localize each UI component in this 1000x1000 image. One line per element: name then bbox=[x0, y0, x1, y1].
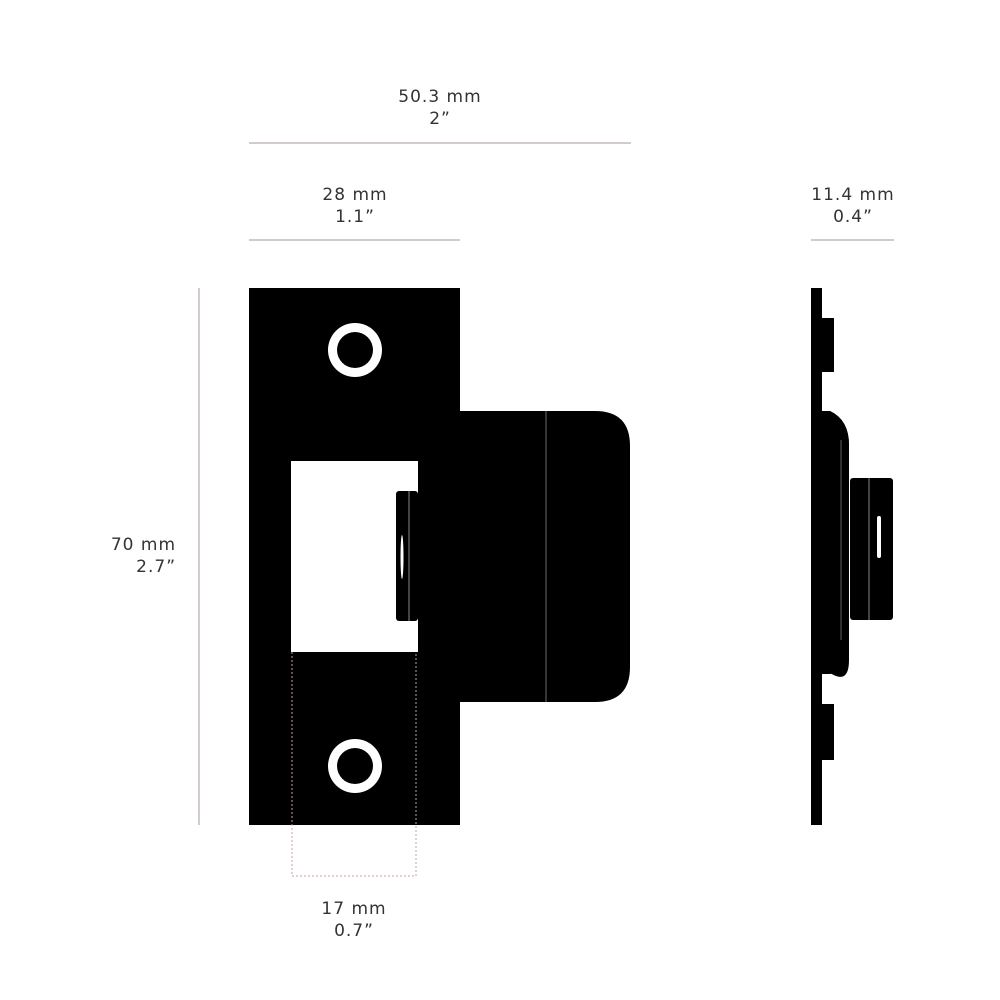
height-label: 70 mm 2.7” bbox=[110, 535, 176, 577]
plate-width-label: 28 mm 1.1” bbox=[322, 185, 388, 227]
side-view bbox=[811, 288, 893, 825]
opening-width-label: 17 mm 0.7” bbox=[321, 899, 387, 941]
strike-plate bbox=[249, 288, 630, 825]
side-slot bbox=[877, 516, 881, 558]
side-tab-top bbox=[822, 318, 834, 372]
tongue-slot bbox=[400, 535, 404, 579]
front-view bbox=[249, 288, 630, 877]
side-plate bbox=[811, 288, 822, 825]
side-tongue bbox=[850, 478, 893, 620]
opening-dim-lines bbox=[291, 652, 417, 877]
overall-width-label: 50.3 mm 2” bbox=[398, 87, 482, 129]
side-tab-bottom bbox=[822, 704, 834, 760]
depth-label: 11.4 mm 0.4” bbox=[811, 185, 895, 227]
latch-tongue bbox=[396, 491, 418, 621]
